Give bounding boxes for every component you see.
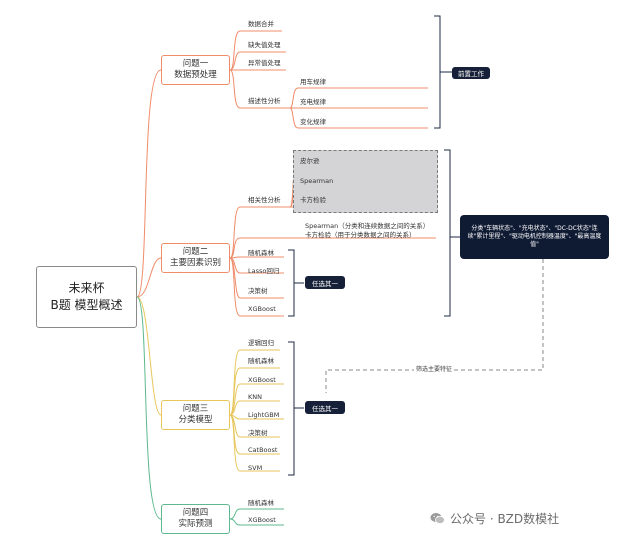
root-subtitle: B题 模型概述 [50, 298, 123, 312]
q2-leaf-correlation[interactable]: 相关性分析 [248, 196, 281, 204]
root-node[interactable]: 未来杯 B题 模型概述 [36, 266, 137, 328]
corr-method-chi-square[interactable]: 卡方检验 [300, 196, 326, 204]
q3-model-logistic[interactable]: 逻辑回归 [248, 339, 274, 347]
q3-node[interactable]: 问题三 分类模型 [161, 400, 230, 430]
corr-methods-group [293, 150, 438, 213]
q2-model-tree[interactable]: 决策树 [248, 287, 268, 295]
q3-model-tree[interactable]: 决策树 [248, 429, 268, 437]
q1-title: 问题一 [182, 59, 209, 69]
watermark: 公众号 · BZD数模社 [430, 510, 559, 527]
q1-leaf-outlier[interactable]: 异常值处理 [248, 59, 281, 67]
q4-model-xgboost[interactable]: XGBoost [248, 516, 276, 524]
q2-model-lasso[interactable]: Lasso回归 [248, 267, 280, 275]
q2-note-line-1: Spearman（分类和连续数据之间的关系） [305, 222, 430, 230]
watermark-text: 公众号 · BZD数模社 [450, 512, 560, 526]
q3-title: 问题三 [182, 404, 209, 414]
feature-summary-box[interactable]: 分类"车辆状态"、"充电状态"、"DC-DC状态"连续"累计里程"、"驱动电机控… [460, 215, 609, 259]
q3-model-knn[interactable]: KNN [248, 393, 262, 401]
q3-model-rf[interactable]: 随机森林 [248, 357, 274, 365]
q3-model-xgboost[interactable]: XGBoost [248, 376, 276, 384]
q4-subtitle: 实际预测 [178, 519, 213, 529]
q2-model-rf[interactable]: 随机森林 [248, 249, 274, 257]
q1-subtitle: 数据预处理 [174, 70, 217, 80]
pre-work-tag[interactable]: 前置工作 [452, 67, 490, 79]
q2-subtitle: 主要因素识别 [169, 258, 221, 268]
q1-sub-charging[interactable]: 充电规律 [300, 98, 326, 106]
q4-model-rf[interactable]: 随机森林 [248, 499, 274, 507]
q1-leaf-descriptive[interactable]: 描述性分析 [248, 97, 281, 105]
q1-sub-change[interactable]: 变化规律 [300, 118, 326, 126]
q3-model-svm[interactable]: SVM [248, 464, 263, 472]
pick-one-tag-q2[interactable]: 任选其一 [305, 276, 345, 289]
root-title: 未来杯 [68, 281, 105, 295]
wechat-icon [430, 512, 445, 525]
q1-node[interactable]: 问题一 数据预处理 [161, 55, 230, 85]
corr-method-spearman[interactable]: Spearman [300, 177, 334, 185]
corr-method-pearson[interactable]: 皮尔逊 [300, 157, 320, 165]
q1-leaf-merge[interactable]: 数据合并 [248, 20, 274, 28]
feature-summary-text: 分类"车辆状态"、"充电状态"、"DC-DC状态"连续"累计里程"、"驱动电机控… [467, 225, 602, 248]
q4-title: 问题四 [182, 508, 209, 518]
q1-leaf-missing[interactable]: 缺失值处理 [248, 41, 281, 49]
feature-filter-label: 筛选主要特征 [414, 364, 455, 373]
q1-sub-usage[interactable]: 用车规律 [300, 78, 326, 86]
q2-node[interactable]: 问题二 主要因素识别 [161, 243, 230, 273]
q3-subtitle: 分类模型 [178, 415, 213, 425]
q3-model-lightgbm[interactable]: LightGBM [248, 411, 280, 419]
q2-model-xgboost[interactable]: XGBoost [248, 305, 276, 313]
q2-note-line-2: 卡方检验（用于分类数据之间的关系） [305, 231, 416, 239]
q3-model-catboost[interactable]: CatBoost [248, 446, 278, 454]
pick-one-tag-q3[interactable]: 任选其一 [305, 401, 345, 414]
q2-title: 问题二 [182, 247, 209, 257]
q4-node[interactable]: 问题四 实际预测 [161, 504, 230, 534]
